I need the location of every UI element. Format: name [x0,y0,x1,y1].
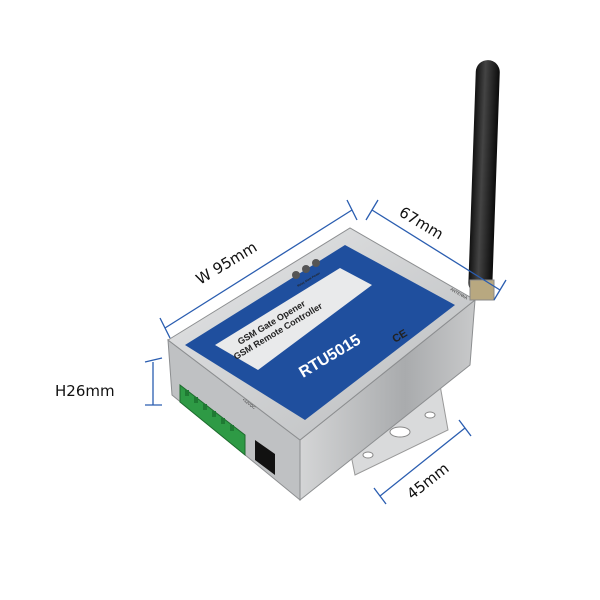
status-leds [292,259,320,279]
depth-dimension: 67mm [396,203,447,243]
dc-power-jack [255,440,275,475]
dimension-lines [144,199,507,505]
height-dimension: H26mm [55,382,115,400]
width-dimension: W 95mm [193,238,260,288]
device-body [167,227,476,502]
antenna [468,60,500,301]
bracket-dimension: 45mm [403,459,452,503]
label-panel [185,245,455,420]
terminal-block [179,383,246,457]
